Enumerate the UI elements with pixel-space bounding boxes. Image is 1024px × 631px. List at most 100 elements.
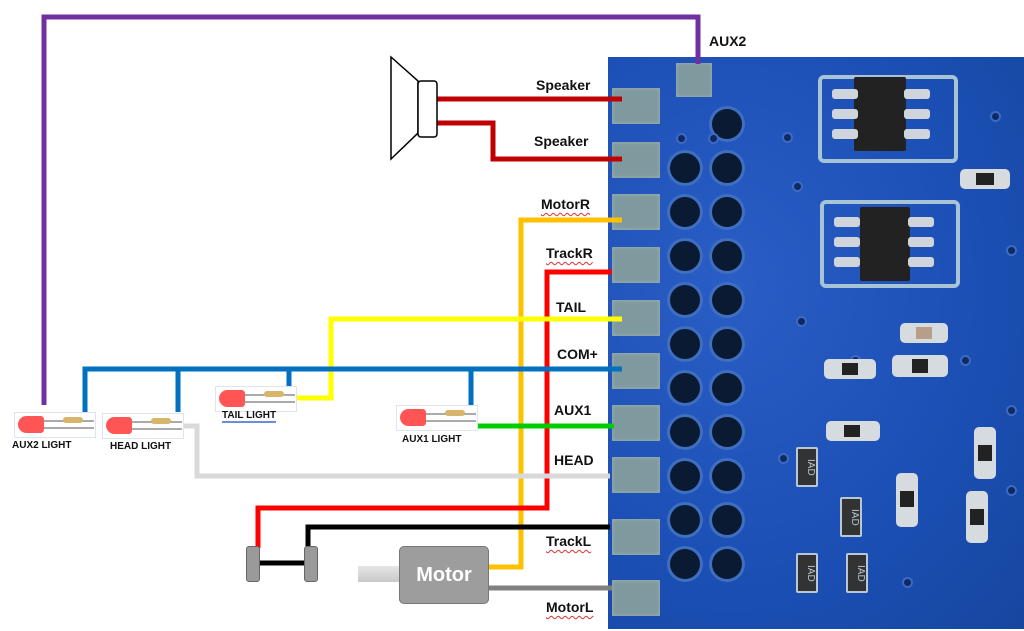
pad-motor-r	[612, 194, 660, 230]
wheel-right	[304, 546, 318, 582]
smd-diode: IAD	[796, 447, 818, 487]
led-aux2	[14, 412, 96, 438]
through-hole	[712, 329, 742, 359]
smd-resistor	[892, 355, 948, 377]
through-hole	[670, 373, 700, 403]
led-bulb-icon	[400, 409, 426, 426]
label-head: HEAD	[554, 452, 594, 468]
through-hole	[712, 109, 742, 139]
via	[1008, 487, 1015, 494]
pad-motor-l	[612, 580, 660, 616]
wheel-left	[246, 546, 260, 582]
ic-pin	[904, 89, 930, 99]
via	[992, 113, 999, 120]
decoder-board: IAD IAD IAD IAD	[608, 57, 1024, 629]
through-hole	[712, 373, 742, 403]
resistor-icon	[264, 391, 284, 397]
smd-resistor	[966, 491, 988, 543]
through-hole	[670, 505, 700, 535]
pad-track-l	[612, 519, 660, 555]
led-bulb-icon	[106, 417, 132, 434]
smd-resistor	[824, 359, 876, 379]
motor-shaft	[358, 566, 400, 582]
label-motor-r: MotorR	[541, 196, 590, 212]
pad-speaker1	[612, 88, 660, 124]
label-track-l: TrackL	[546, 533, 592, 549]
ic-chip	[854, 77, 906, 151]
wire-aux2	[41, 14, 701, 405]
through-hole	[670, 153, 700, 183]
wire-head	[182, 423, 610, 479]
ic-outline	[820, 200, 960, 288]
led-bulb-icon	[219, 390, 245, 407]
through-hole	[670, 241, 700, 271]
led-tail	[215, 386, 297, 412]
label-speaker-1: Speaker	[536, 77, 591, 93]
label-aux1: AUX1	[554, 402, 592, 418]
label-tail: TAIL	[556, 299, 587, 315]
ic-pin	[834, 217, 860, 227]
wire-motor-r	[487, 217, 622, 570]
ic-pin	[904, 109, 930, 119]
speaker-icon	[390, 55, 438, 161]
ic-pin	[832, 129, 858, 139]
led-bulb-icon	[18, 416, 44, 433]
label-aux2: AUX2	[709, 33, 747, 49]
pad-aux2	[676, 63, 712, 97]
label-track-r: TrackR	[546, 245, 593, 261]
led-head	[102, 413, 184, 439]
label-aux2-light: AUX2 LIGHT	[12, 440, 72, 451]
via	[1008, 247, 1015, 254]
smd-diode: IAD	[840, 497, 862, 537]
smd-resistor	[960, 169, 1010, 189]
smd-diode: IAD	[846, 553, 868, 593]
via	[962, 357, 969, 364]
label-tail-light: TAIL LIGHT	[222, 410, 277, 423]
through-hole	[670, 197, 700, 227]
wire-track-r	[255, 269, 612, 548]
via	[678, 135, 685, 142]
ic-pin	[908, 217, 934, 227]
ic-pin	[908, 257, 934, 267]
ic-pin	[904, 129, 930, 139]
ic-pin	[908, 237, 934, 247]
via	[710, 135, 717, 142]
wire-com-plus	[82, 366, 622, 412]
ic-pin	[834, 257, 860, 267]
through-hole	[712, 197, 742, 227]
smd-resistor	[896, 473, 918, 527]
wire-speaker2	[437, 120, 622, 162]
via	[780, 455, 787, 462]
pad-head	[612, 457, 660, 493]
pad-aux1	[612, 405, 660, 441]
through-hole	[712, 153, 742, 183]
wire-track-l	[305, 524, 610, 548]
wire-tail	[292, 316, 622, 401]
through-hole	[712, 461, 742, 491]
motor: Motor	[399, 546, 489, 604]
ic-pin	[832, 89, 858, 99]
through-hole	[712, 417, 742, 447]
through-hole	[712, 549, 742, 579]
label-aux1-light: AUX1 LIGHT	[402, 434, 462, 445]
through-hole	[670, 417, 700, 447]
smd-resistor	[826, 421, 880, 441]
ic-pin	[832, 109, 858, 119]
led-aux1	[396, 405, 478, 431]
label-com-plus: COM+	[557, 346, 598, 362]
via	[1008, 407, 1015, 414]
via	[904, 579, 911, 586]
smd-diode: IAD	[796, 553, 818, 593]
resistor-icon	[63, 417, 83, 423]
via	[784, 134, 791, 141]
label-head-light: HEAD LIGHT	[110, 441, 172, 452]
smd-capacitor	[900, 323, 948, 343]
through-hole	[712, 505, 742, 535]
resistor-icon	[445, 410, 465, 416]
pad-track-r	[612, 247, 660, 283]
resistor-icon	[151, 418, 171, 424]
ic-pin	[834, 237, 860, 247]
ic-chip	[860, 207, 910, 281]
via	[798, 318, 805, 325]
through-hole	[670, 549, 700, 579]
